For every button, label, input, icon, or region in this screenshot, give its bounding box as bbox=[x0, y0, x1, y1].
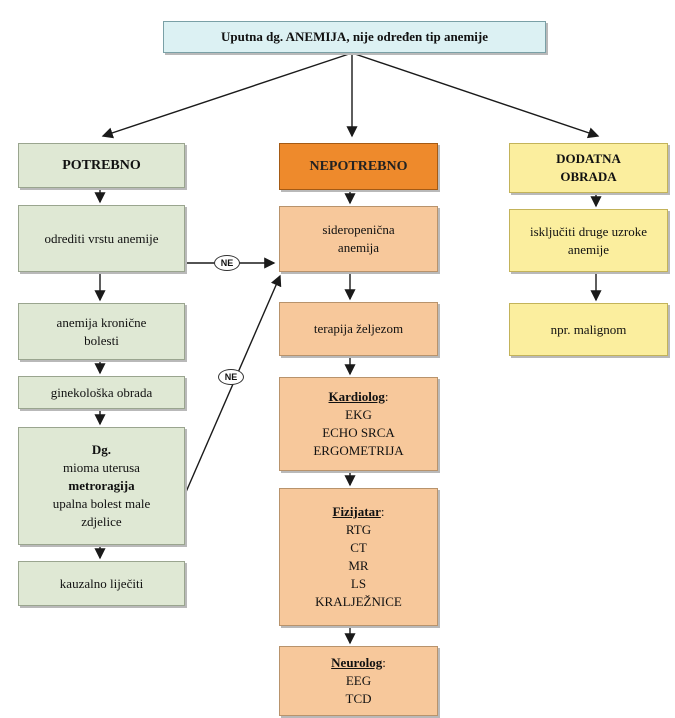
mid-step-sideropenicna-label: sideropenična anemija bbox=[322, 222, 395, 255]
nepotrebno-label: NEPOTREBNO bbox=[309, 158, 408, 174]
mid-step-sideropenicna: sideropenična anemija bbox=[279, 206, 438, 272]
neurolog-title: Neurolog: bbox=[331, 655, 386, 670]
left-step-kauzalno-label: kauzalno liječiti bbox=[59, 575, 144, 591]
kardiolog-item: EKG bbox=[345, 407, 372, 422]
right-step-iskljuciti-label: isključiti druge uzroke anemije bbox=[530, 223, 647, 257]
dodatna-header: DODATNA OBRADA bbox=[509, 143, 668, 193]
fizijatar-title: Fizijatar: bbox=[332, 504, 385, 519]
right-step-iskljuciti: isključiti druge uzroke anemije bbox=[509, 209, 668, 272]
dg-line-3: upalna bolest male zdjelice bbox=[52, 496, 151, 529]
kardiolog-box: Kardiolog: EKG ECHO SRCA ERGOMETRIJA bbox=[279, 377, 438, 471]
dodatna-label: DODATNA OBRADA bbox=[556, 151, 621, 184]
kardiolog-item: ERGOMETRIJA bbox=[313, 443, 404, 458]
fizijatar-item: KRALJEŽNICE bbox=[315, 594, 402, 609]
right-step-malignom-label: npr. malignom bbox=[550, 321, 627, 337]
left-step-vrsta: odrediti vrstu anemije bbox=[18, 205, 185, 272]
left-step-ginekoloska: ginekološka obrada bbox=[18, 376, 185, 409]
left-dg-box: Dg. mioma uterusa metroragija upalna bol… bbox=[18, 427, 185, 545]
kardiolog-item: ECHO SRCA bbox=[322, 425, 395, 440]
top-box: Uputna dg. ANEMIJA, nije određen tip ane… bbox=[163, 21, 546, 53]
fizijatar-box: Fizijatar: RTG CT MR LS KRALJEŽNICE bbox=[279, 488, 438, 626]
fizijatar-item: LS bbox=[350, 576, 367, 591]
left-step-vrsta-label: odrediti vrstu anemije bbox=[44, 230, 159, 246]
fizijatar-item: RTG bbox=[345, 522, 372, 537]
arrow-top-to-potrebno bbox=[101, 52, 353, 139]
potrebno-label: POTREBNO bbox=[62, 157, 141, 173]
kardiolog-title: Kardiolog: bbox=[328, 389, 389, 404]
fizijatar-item: CT bbox=[350, 540, 367, 555]
fizijatar-item: MR bbox=[348, 558, 369, 573]
ne-badge-horizontal: NE bbox=[214, 255, 240, 271]
nepotrebno-header: NEPOTREBNO bbox=[279, 143, 438, 190]
dg-line-1: mioma uterusa bbox=[63, 460, 140, 475]
mid-step-terapija: terapija željezom bbox=[279, 302, 438, 356]
left-step-ginekoloska-label: ginekološka obrada bbox=[50, 384, 153, 400]
neurolog-box: Neurolog: EEG TCD bbox=[279, 646, 438, 716]
mid-step-terapija-label: terapija željezom bbox=[313, 321, 404, 336]
arrow-top-to-dodatna bbox=[351, 52, 600, 139]
neurolog-item: TCD bbox=[345, 691, 372, 706]
left-step-kronicna: anemija kronične bolesti bbox=[18, 303, 185, 360]
potrebno-header: POTREBNO bbox=[18, 143, 185, 188]
left-step-kauzalno: kauzalno liječiti bbox=[18, 561, 185, 606]
top-label: Uputna dg. ANEMIJA, nije određen tip ane… bbox=[220, 29, 488, 44]
dg-line-2: metroragija bbox=[68, 478, 135, 493]
neurolog-item: EEG bbox=[345, 673, 372, 688]
right-step-malignom: npr. malignom bbox=[509, 303, 668, 356]
ne-badge-diagonal: NE bbox=[218, 369, 244, 385]
dg-title: Dg. bbox=[91, 442, 112, 457]
left-step-kronicna-label: anemija kronične bolesti bbox=[56, 314, 147, 348]
